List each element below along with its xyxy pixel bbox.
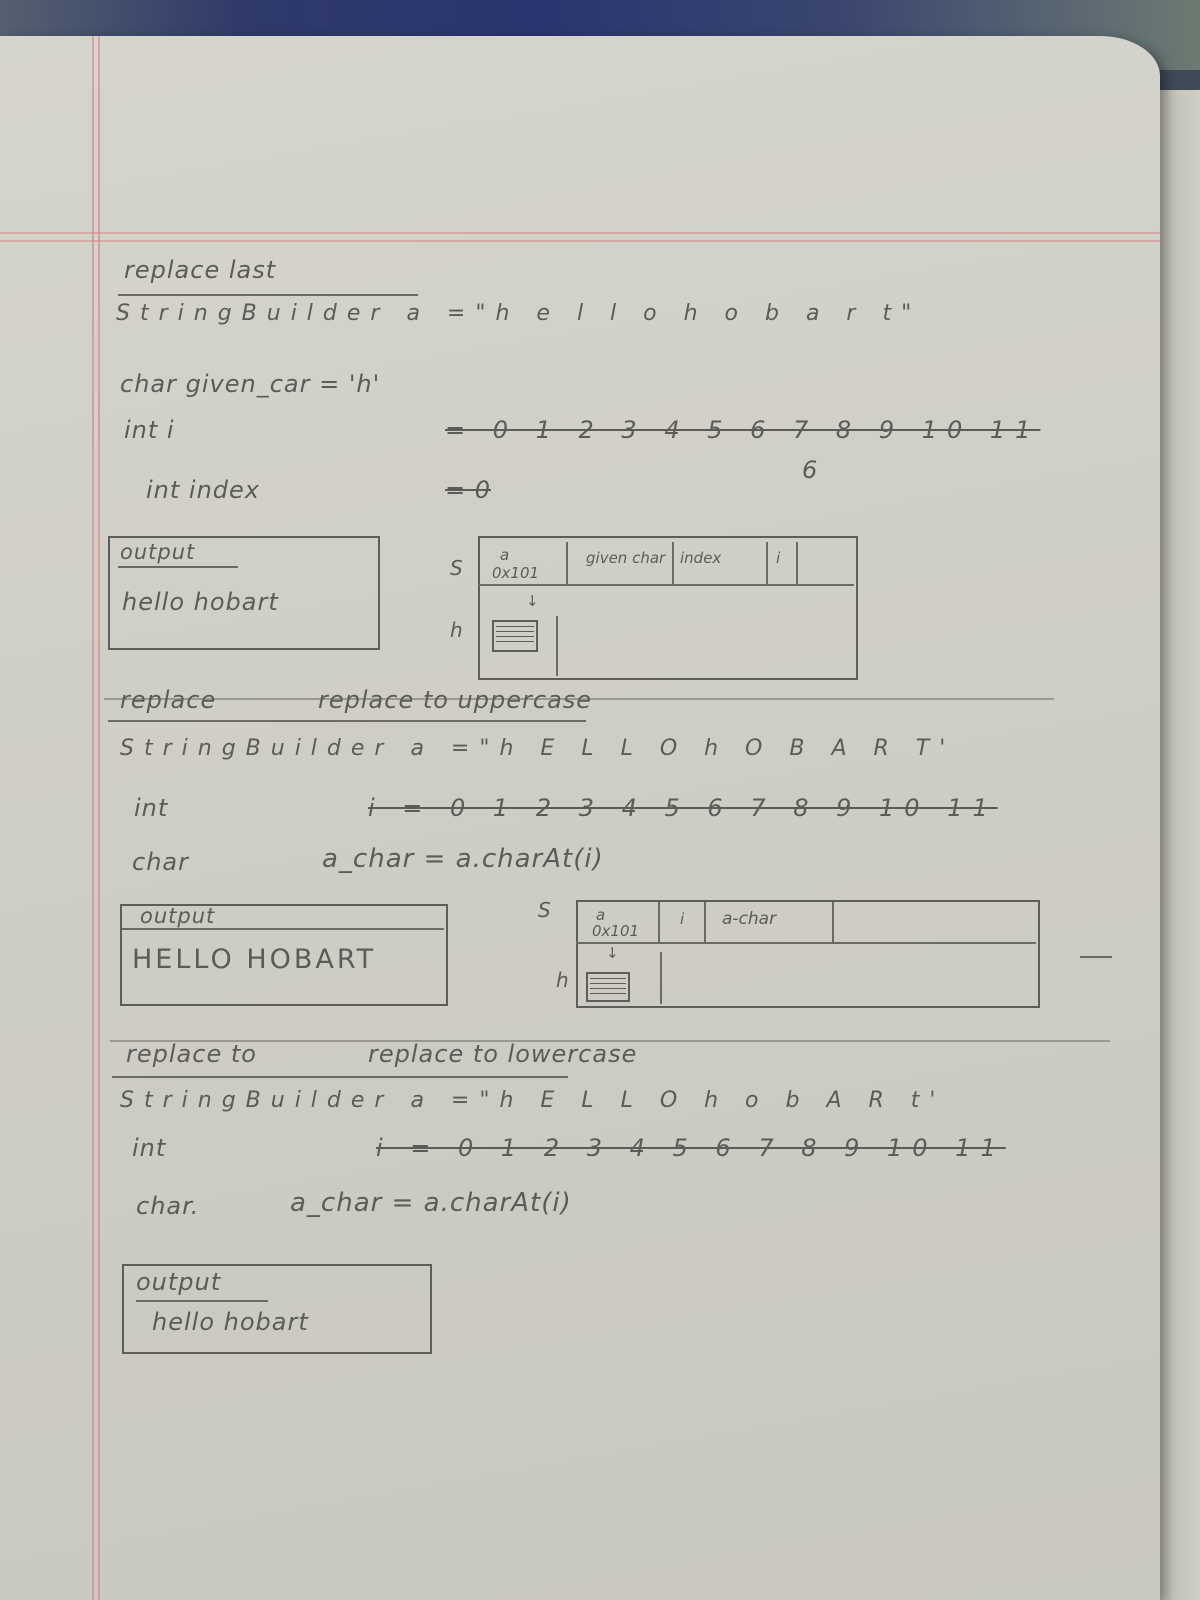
section2-char-expr: a_char = a.charAt(i) <box>322 844 604 874</box>
section2-heading-replace: replace <box>120 686 217 714</box>
margin-line <box>92 36 94 1600</box>
section3-stringbuilder-line: StringBuilder a ="h E L L O h o b A R t' <box>120 1088 946 1113</box>
section1-cell-i: i <box>776 549 781 567</box>
section1-output-value: hello hobart <box>122 588 279 616</box>
section1-memory-divider <box>478 584 854 586</box>
section2-cell-divider <box>658 902 660 942</box>
margin-line <box>98 36 100 1600</box>
section3-heading: replace to lowercase <box>368 1040 638 1068</box>
section2-memory-box <box>576 900 1040 1008</box>
section1-divider <box>104 698 1054 700</box>
section2-output-box <box>120 904 448 1006</box>
section2-output-label: output <box>140 904 216 928</box>
section1-heap-label: h <box>450 618 464 642</box>
stray-pencil-mark <box>1080 956 1112 958</box>
section2-heap-label: h <box>556 968 570 992</box>
section2-stack-label: S <box>538 898 552 922</box>
section2-heading: replace to uppercase <box>318 686 593 714</box>
section1-cell-divider <box>766 542 768 584</box>
section2-heap-divider <box>660 952 662 1004</box>
section2-cell-divider <box>704 902 706 942</box>
section1-cell-divider <box>672 542 674 584</box>
section1-heap-object <box>492 620 538 652</box>
section2-cell-a-char: a-char <box>722 909 777 929</box>
section1-cell-divider <box>796 542 798 584</box>
section1-output-box <box>108 536 380 650</box>
section1-memory-box <box>478 536 858 680</box>
section1-output-underline <box>118 566 238 568</box>
section3-heading-underline <box>112 1076 568 1078</box>
section1-cell-address: 0x101 <box>492 564 540 582</box>
section1-cell-given-char: given char <box>586 549 666 567</box>
section3-output-label: output <box>136 1268 222 1296</box>
arrow-down-icon: ↓ <box>606 944 619 962</box>
section1-index-value: = 0 <box>445 476 492 504</box>
section1-char-line: char given_car = 'h' <box>120 370 381 398</box>
section2-char-line: char <box>132 848 189 876</box>
arrow-down-icon: ↓ <box>526 592 539 610</box>
section3-char-line: char. <box>136 1192 200 1220</box>
section1-heap-divider <box>556 616 558 676</box>
section3-output-underline <box>136 1300 268 1302</box>
section1-cell-index: index <box>680 549 722 567</box>
section3-int-line: int <box>132 1134 167 1162</box>
section1-int-i-line: int i <box>124 416 175 444</box>
section3-heading-replace: replace to <box>126 1040 257 1068</box>
section1-output-label: output <box>120 540 196 564</box>
section2-heading-underline <box>108 720 586 722</box>
section2-output-underline <box>122 928 444 930</box>
section2-output-value: HELLO HOBART <box>132 944 377 975</box>
section2-cell-address: 0x101 <box>592 922 640 940</box>
section2-i-values: i = 0 1 2 3 4 5 6 7 8 9 10 11 <box>368 794 998 822</box>
section3-output-value: hello hobart <box>152 1308 309 1336</box>
top-rule-line <box>0 240 1160 242</box>
section2-heap-object <box>586 972 630 1002</box>
section3-output-box <box>122 1264 432 1354</box>
section2-stringbuilder-line: StringBuilder a ="h E L L O h O B A R T' <box>120 736 956 761</box>
section3-char-expr: a_char = a.charAt(i) <box>290 1188 572 1218</box>
notebook-page: replace last StringBuilder a ="h e l l o… <box>0 36 1160 1600</box>
section3-i-values: i = 0 1 2 3 4 5 6 7 8 9 10 11 <box>376 1134 1006 1162</box>
section1-i-note: 6 <box>802 456 819 484</box>
section1-cell-divider <box>566 542 568 584</box>
section1-stringbuilder-line: StringBuilder a ="h e l l o h o b a r t" <box>116 301 922 326</box>
section2-memory-divider <box>576 942 1036 944</box>
section1-int-index-line: int index <box>146 476 260 504</box>
section2-cell-a: a <box>596 906 606 924</box>
section1-stack-label: S <box>450 556 464 580</box>
section2-cell-divider <box>832 902 834 942</box>
section1-cell-a: a <box>500 546 510 564</box>
section2-divider <box>110 1040 1110 1042</box>
section1-heading: replace last <box>124 256 277 284</box>
section2-cell-i: i <box>680 910 685 928</box>
top-rule-line <box>0 232 1160 234</box>
section2-int-line: int <box>134 794 169 822</box>
section1-heading-underline <box>118 294 418 296</box>
section1-i-values: = 0 1 2 3 4 5 6 7 8 9 10 11 <box>445 416 1041 444</box>
